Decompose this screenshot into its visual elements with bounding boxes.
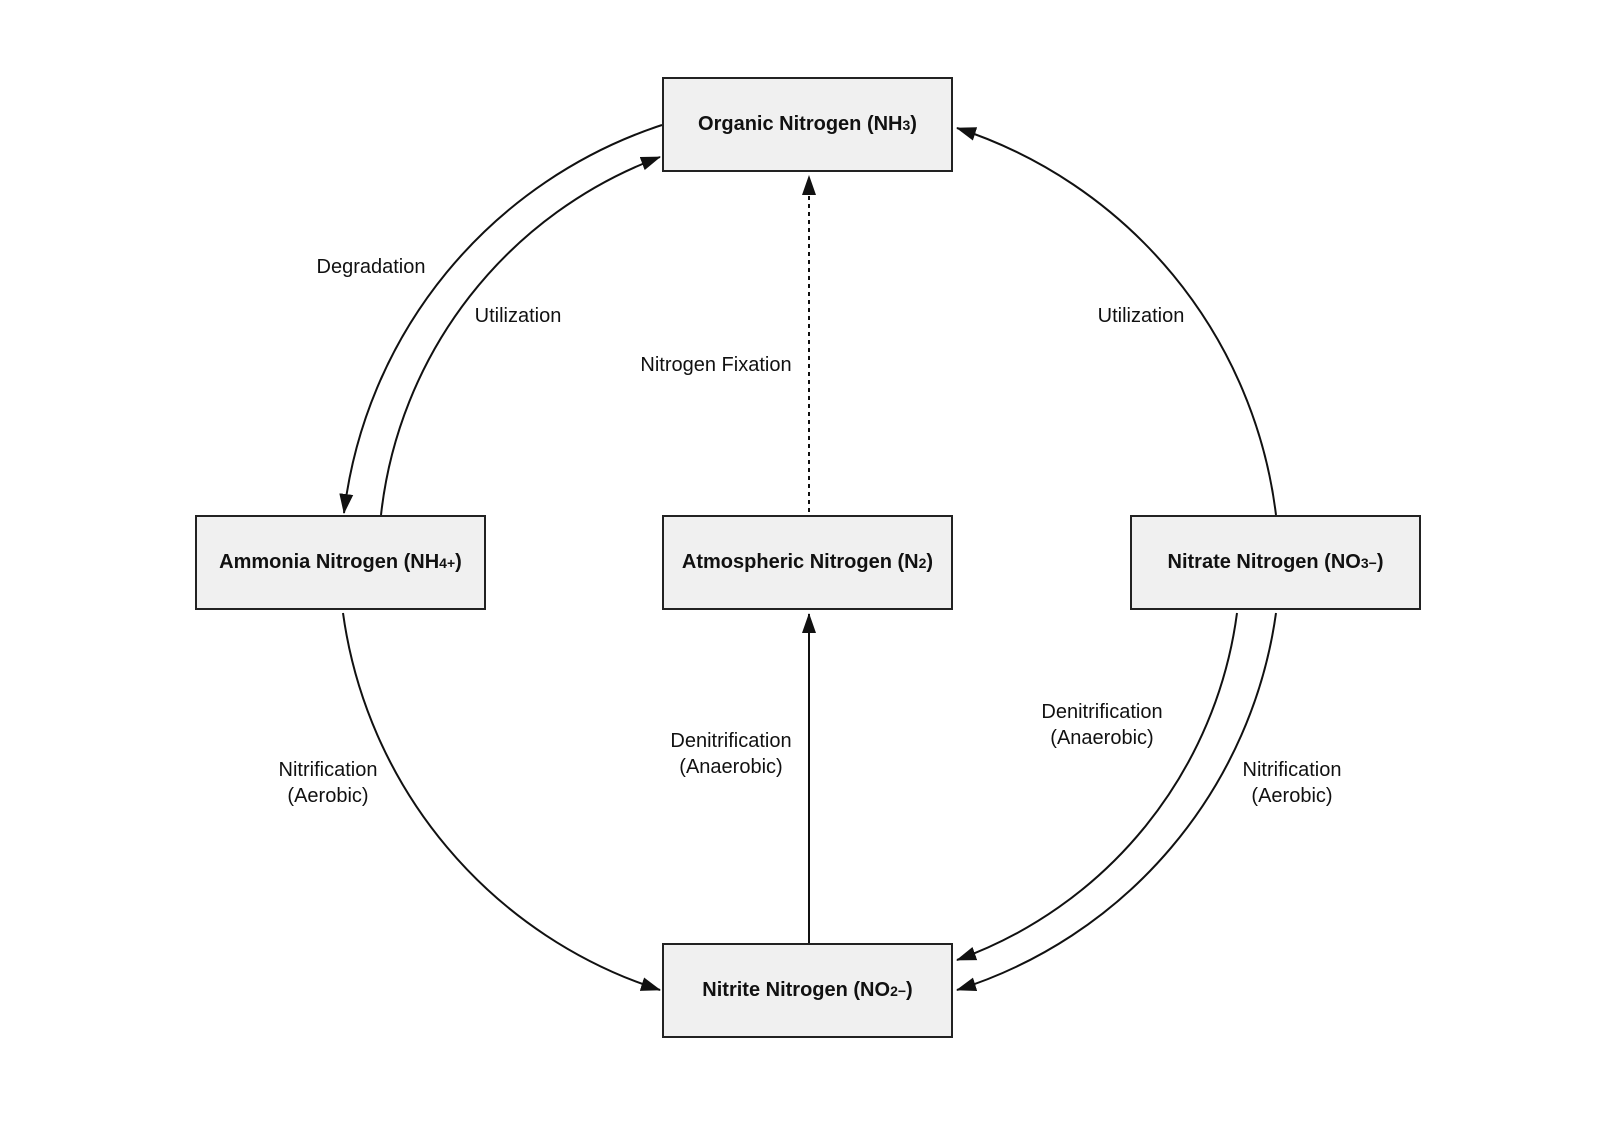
edge-label-line2: (Anaerobic): [1050, 727, 1154, 749]
edge-label-line2: (Aerobic): [287, 785, 369, 807]
edge-label-line1: Denitrification: [670, 730, 792, 752]
edge-label-denitrification-center: Denitrification (Anaerobic): [670, 728, 791, 780]
utilization-left-arrow: [380, 156, 661, 516]
edge-label-line1: Denitrification: [1041, 701, 1163, 723]
edge-label-line1: Nitrification: [1242, 759, 1342, 781]
edge-label-utilization-right: Utilization: [1097, 305, 1185, 327]
node-label: Nitrite Nitrogen (NO: [702, 979, 891, 1001]
edge-label-line2: (Anaerobic): [679, 756, 783, 778]
node-label-close: ): [1376, 551, 1384, 573]
utilization-right-arrow: [956, 127, 1277, 516]
node-label: Ammonia Nitrogen (NH: [219, 551, 440, 573]
node-label-close: ): [906, 979, 913, 1001]
nitrification-left-arrow: [342, 612, 661, 991]
edge-label-utilization-left: Utilization: [474, 305, 562, 327]
node-label-close: ): [455, 551, 462, 573]
edge-label-denitrification-right: Denitrification (Anaerobic): [1041, 699, 1162, 751]
node-label: Organic Nitrogen (NH: [698, 113, 903, 135]
edge-label-nitrogen-fixation: Nitrogen Fixation: [640, 354, 792, 376]
edge-label-nitrification-right: Nitrification (Aerobic): [1243, 757, 1342, 809]
edge-label-nitrification-left: Nitrification (Aerobic): [279, 757, 378, 809]
node-label-close: ): [910, 113, 917, 135]
edge-label-line2: (Aerobic): [1251, 785, 1333, 807]
nitrification-right-arrow: [956, 612, 1277, 991]
edge-label-degradation: Degradation: [316, 256, 426, 278]
node-label: Atmospheric Nitrogen (N: [681, 551, 919, 573]
node-label-close: ): [926, 551, 934, 573]
node-label: Nitrate Nitrogen (NO: [1167, 551, 1361, 573]
edge-label-line1: Nitrification: [278, 759, 378, 781]
denitrification-right-arrow: [956, 612, 1238, 961]
degradation-arrow: [339, 124, 663, 514]
